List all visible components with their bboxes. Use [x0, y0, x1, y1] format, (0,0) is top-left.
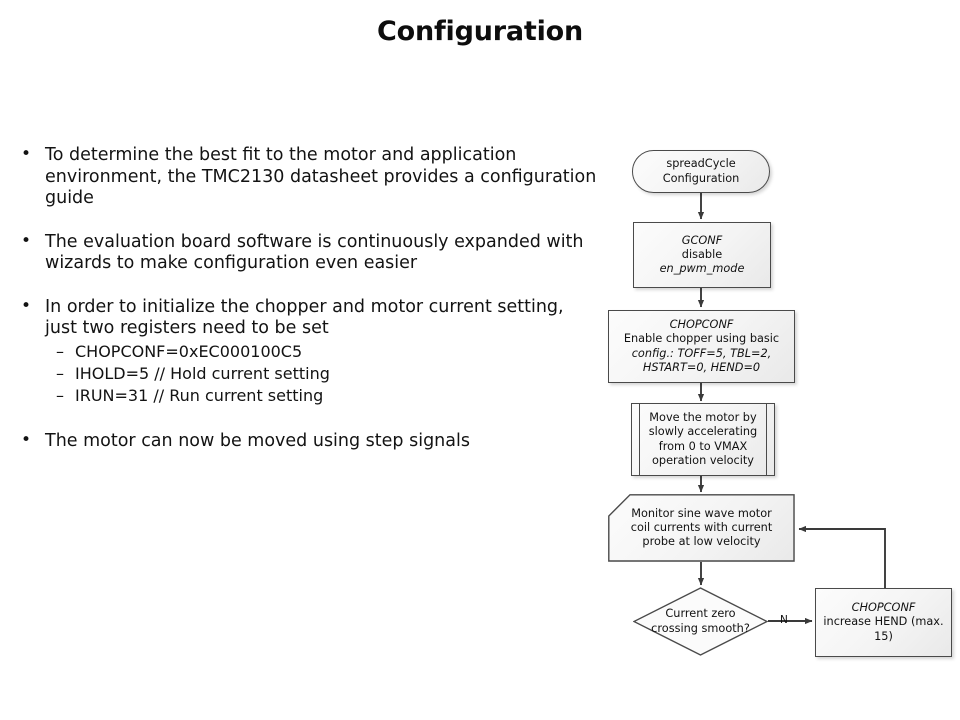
- bullet-text: The motor can now be moved using step si…: [45, 430, 470, 451]
- sub-bullet-item: – CHOPCONF=0xEC000100C5: [18, 341, 598, 363]
- flow-node-decision[interactable]: Current zero crossing smooth?: [633, 587, 768, 656]
- sub-bullet-list: – CHOPCONF=0xEC000100C5 – IHOLD=5 // Hol…: [18, 341, 598, 407]
- flow-node-line: HSTART=0, HEND=0: [642, 360, 761, 374]
- bullet-item: • The evaluation board software is conti…: [18, 230, 598, 275]
- bullet-text: To determine the best fit to the motor a…: [45, 145, 597, 208]
- sub-bullet-item: – IHOLD=5 // Hold current setting: [18, 363, 598, 385]
- chamfer-outline: [608, 494, 795, 562]
- bullet-item: • In order to initialize the chopper and…: [18, 295, 598, 340]
- bullet-block: • In order to initialize the chopper and…: [18, 295, 598, 407]
- sub-bullet-item: – IRUN=31 // Run current setting: [18, 385, 598, 407]
- bullet-marker-icon: •: [21, 144, 32, 164]
- sub-bullet-text: IHOLD=5 // Hold current setting: [75, 363, 330, 383]
- bullet-text: In order to initialize the chopper and m…: [45, 296, 564, 339]
- flow-node-line: Monitor sine wave motor: [631, 506, 772, 520]
- bullet-item: • The motor can now be moved using step …: [18, 429, 598, 453]
- flow-node-move-motor[interactable]: Move the motor by slowly accelerating fr…: [631, 403, 775, 476]
- bullet-block: • The evaluation board software is conti…: [18, 230, 598, 275]
- page-title: Configuration: [376, 16, 583, 47]
- sub-bullet-text: IRUN=31 // Run current setting: [75, 385, 324, 405]
- flowchart-diagram: spreadCycle Configuration GCONF disable …: [596, 140, 960, 680]
- sub-bullet-marker-icon: –: [56, 385, 64, 405]
- flow-node-line: config.: TOFF=5, TBL=2,: [631, 346, 772, 360]
- bullet-marker-icon: •: [21, 429, 32, 450]
- flow-node-line: Current zero: [665, 607, 736, 621]
- flow-node-line: Move the motor by: [649, 411, 757, 425]
- flow-node-line: increase HEND (max. 15): [823, 615, 944, 643]
- flow-node-line: from 0 to VMAX: [658, 439, 748, 453]
- flow-node-line: crossing smooth?: [651, 621, 750, 635]
- sub-bullet-text: CHOPCONF=0xEC000100C5: [75, 341, 303, 361]
- edge-label-no: N: [780, 614, 788, 626]
- diamond-outline: [633, 587, 768, 656]
- sub-bullet-marker-icon: –: [56, 363, 64, 383]
- flow-node-line: disable: [681, 247, 723, 261]
- sub-bullet-marker-icon: –: [56, 341, 64, 361]
- flow-node-increase-hend[interactable]: CHOPCONF increase HEND (max. 15): [815, 588, 952, 657]
- flow-node-line: GCONF: [681, 233, 723, 247]
- bullet-item: • To determine the best fit to the motor…: [18, 144, 598, 210]
- flow-node-gconf[interactable]: GCONF disable en_pwm_mode: [633, 222, 771, 288]
- flow-node-line: slowly accelerating: [648, 425, 758, 439]
- flow-node-line: CHOPCONF: [669, 318, 734, 332]
- flow-node-line: Configuration: [662, 171, 740, 185]
- flow-node-line: CHOPCONF: [851, 601, 916, 615]
- flow-node-monitor[interactable]: Monitor sine wave motor coil currents wi…: [608, 494, 795, 562]
- flow-node-chopconf[interactable]: CHOPCONF Enable chopper using basic conf…: [608, 310, 795, 383]
- chamfer-background: [608, 494, 795, 562]
- bullet-block: • To determine the best fit to the motor…: [18, 144, 598, 210]
- flow-node-line: probe at low velocity: [642, 535, 761, 549]
- bullet-text: The evaluation board software is continu…: [45, 231, 584, 274]
- flowchart-connectors: [697, 193, 886, 625]
- flow-node-line-emphasis: en_pwm_mode: [659, 262, 745, 276]
- bullet-block: • The motor can now be moved using step …: [18, 429, 598, 453]
- flow-node-line: coil currents with current: [630, 520, 773, 534]
- flow-node-line: Enable chopper using basic: [623, 332, 780, 346]
- bullet-marker-icon: •: [21, 295, 32, 316]
- bullet-list: • To determine the best fit to the motor…: [18, 144, 598, 472]
- bullet-marker-icon: •: [21, 230, 32, 251]
- flow-node-line: spreadCycle: [666, 157, 736, 171]
- flow-node-start[interactable]: spreadCycle Configuration: [632, 150, 770, 193]
- flow-node-line: operation velocity: [652, 453, 754, 467]
